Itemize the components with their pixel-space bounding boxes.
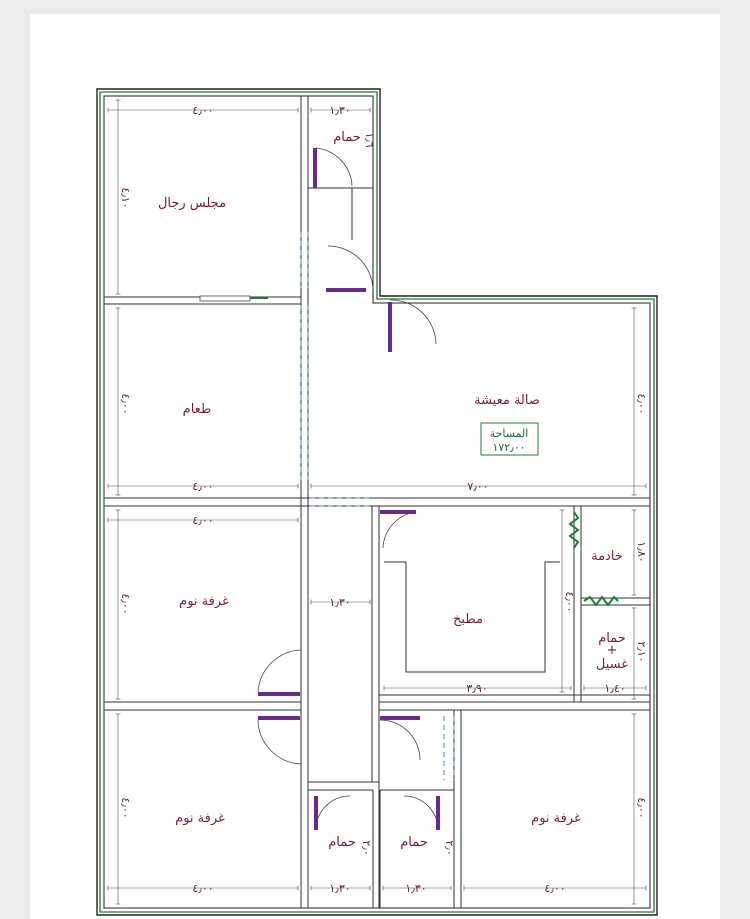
room-labels: مجلس رجال طعام صالة معيشة غرفة نوم مطبخ … [158,130,628,850]
dim-majlis-width: ٤٫٠٠ [192,104,213,117]
doors [257,147,440,831]
dim-maid-depth: ١٫٨٠ [635,541,648,562]
room-bath-top: حمام [333,130,361,145]
room-bath-laundry-line2: + [607,643,618,658]
room-bath-laundry-line1: حمام [598,631,626,646]
openings [300,232,455,780]
dim-bath-top-width: ١٫٣٠ [329,104,350,117]
dim-bath-bottom-2-depth: ٢٫٠ [443,840,456,855]
room-majlis: مجلس رجال [158,196,226,211]
room-bath-bottom-1: حمام [328,835,356,850]
dim-bedroom-3-width: ٤٫٠٠ [544,882,565,895]
dim-corridor-width: ١٫٣٠ [329,596,350,609]
dim-dining-width: ٤٫٠٠ [192,480,213,493]
dim-bedroom-1-depth: ٤٫٠٠ [119,593,132,614]
interior-walls [104,96,650,908]
dim-bath-laundry-depth: ٢٫١٠ [635,641,648,662]
dim-bedroom-2-depth: ٤٫٠٠ [119,797,132,818]
dimension-labels: ٤٫٠٠ ٤٫١٠ ١٫٣٠ ١٫٦ ٤٫٠٠ ٤٫٠٠ ٧٫٠٠ ٤٫٠٠ ٤… [119,104,648,895]
dim-bedroom-1-width: ٤٫٠٠ [192,514,213,527]
paper-sheet [30,14,720,919]
room-kitchen: مطبخ [453,612,483,627]
dim-majlis-depth: ٤٫١٠ [119,187,132,208]
area-label: المساحة [490,427,529,440]
room-bedroom-1: غرفة نوم [179,594,229,609]
room-maid: خادمة [591,549,623,564]
dim-living-depth: ٤٫٠٠ [635,393,648,414]
windows [200,297,619,607]
window-sill [199,295,251,302]
dim-living-width: ٧٫٠٠ [467,480,488,493]
dim-bath-laundry-width: ١٫٤٠ [604,682,625,695]
dim-kitchen-depth: ٤٫٠٠ [563,591,576,612]
area-value: ١٧٢٫٠٠ [492,441,525,454]
dim-bath-bottom-1-width: ١٫٣٠ [329,882,350,895]
room-dining: طعام [183,402,212,417]
dim-bath-bottom-2-width: ١٫٣٠ [405,882,426,895]
dim-dining-depth: ٤٫٠٠ [119,393,132,414]
dimension-lines [107,99,647,905]
room-bath-bottom-2: حمام [400,835,428,850]
exterior-walls [96,88,658,916]
dim-bath-bottom-1-depth: ٢٫٠ [360,840,373,855]
dim-bedroom-3-depth: ٤٫٠٠ [635,797,648,818]
room-living: صالة معيشة [474,393,540,408]
dim-kitchen-width: ٣٫٩٠ [466,682,487,695]
dim-bath-top-depth: ١٫٦ [363,132,376,147]
room-bath-laundry-line3: غسيل [596,657,628,672]
room-bedroom-2: غرفة نوم [175,811,225,826]
room-bedroom-3: غرفة نوم [531,811,581,826]
area-box [480,422,539,456]
dim-bedroom-2-width: ٤٫٠٠ [192,882,213,895]
